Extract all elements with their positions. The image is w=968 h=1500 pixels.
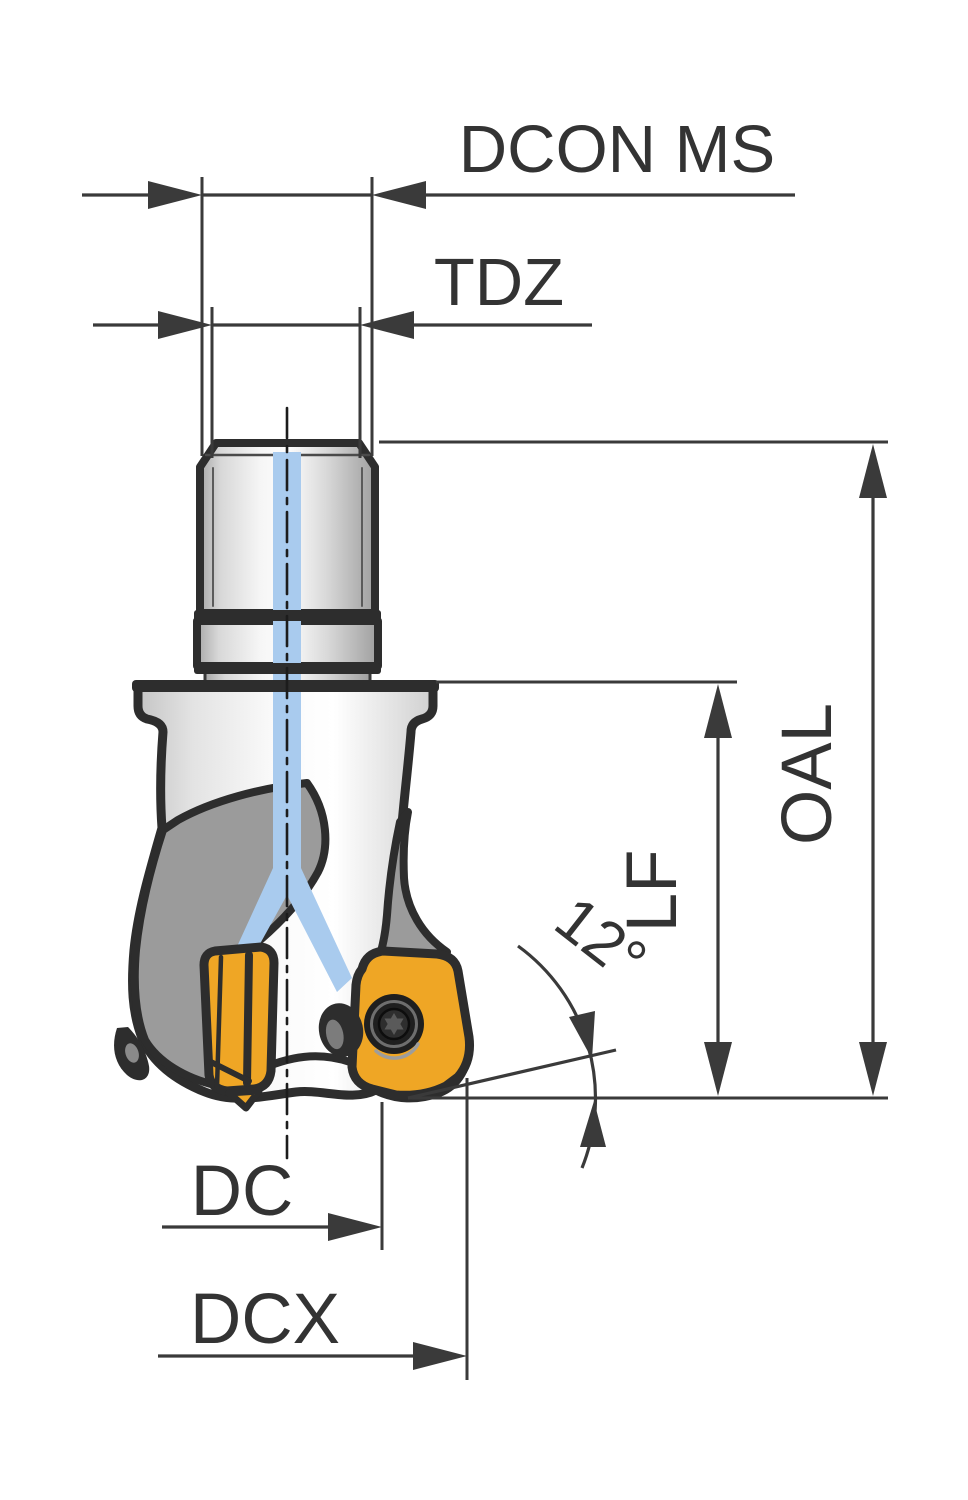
label-dcx: DCX <box>190 1280 340 1359</box>
dimension-arrows <box>148 181 887 1370</box>
insert-left <box>199 942 279 1112</box>
arrow-dc <box>328 1213 382 1241</box>
arrow-dcx <box>413 1342 467 1370</box>
dimension-lines <box>82 177 888 1380</box>
arrow-lf-top <box>704 684 732 738</box>
arrow-lf-bottom <box>704 1042 732 1096</box>
arrow-angle-upper <box>569 1011 595 1059</box>
arrow-dcon-left <box>148 181 202 209</box>
torx-screw-icon <box>364 994 424 1060</box>
dim-dcx <box>158 1078 469 1380</box>
shoulder-bands <box>132 610 439 692</box>
arrow-oal-top <box>859 444 887 498</box>
insert-pocket-edge <box>318 1003 364 1057</box>
dim-dcon-ms <box>82 177 795 456</box>
dim-tdz <box>93 307 592 458</box>
arrow-dcon-right <box>372 181 426 209</box>
arrow-tdz-left <box>158 311 212 339</box>
label-dc: DC <box>191 1152 294 1231</box>
arrow-oal-bottom <box>859 1042 887 1096</box>
tool-body <box>114 406 474 1160</box>
edge-tip-left-face <box>125 1043 139 1063</box>
label-oal: OAL <box>768 703 847 845</box>
dim-dc <box>162 1102 384 1250</box>
dim-oal <box>379 440 888 1100</box>
dim-lf <box>436 680 737 1045</box>
arrow-tdz-right <box>360 311 414 339</box>
insert-left-facet3 <box>208 1059 252 1084</box>
coolant-channel <box>235 452 352 992</box>
insert-left-tip <box>225 1087 263 1112</box>
insert-left-facet <box>243 951 253 1087</box>
label-lf: LF <box>613 850 692 933</box>
label-tdz: TDZ <box>434 245 564 320</box>
label-dcon-ms: DCON MS <box>459 112 775 187</box>
arrow-angle-lower <box>580 1101 606 1147</box>
